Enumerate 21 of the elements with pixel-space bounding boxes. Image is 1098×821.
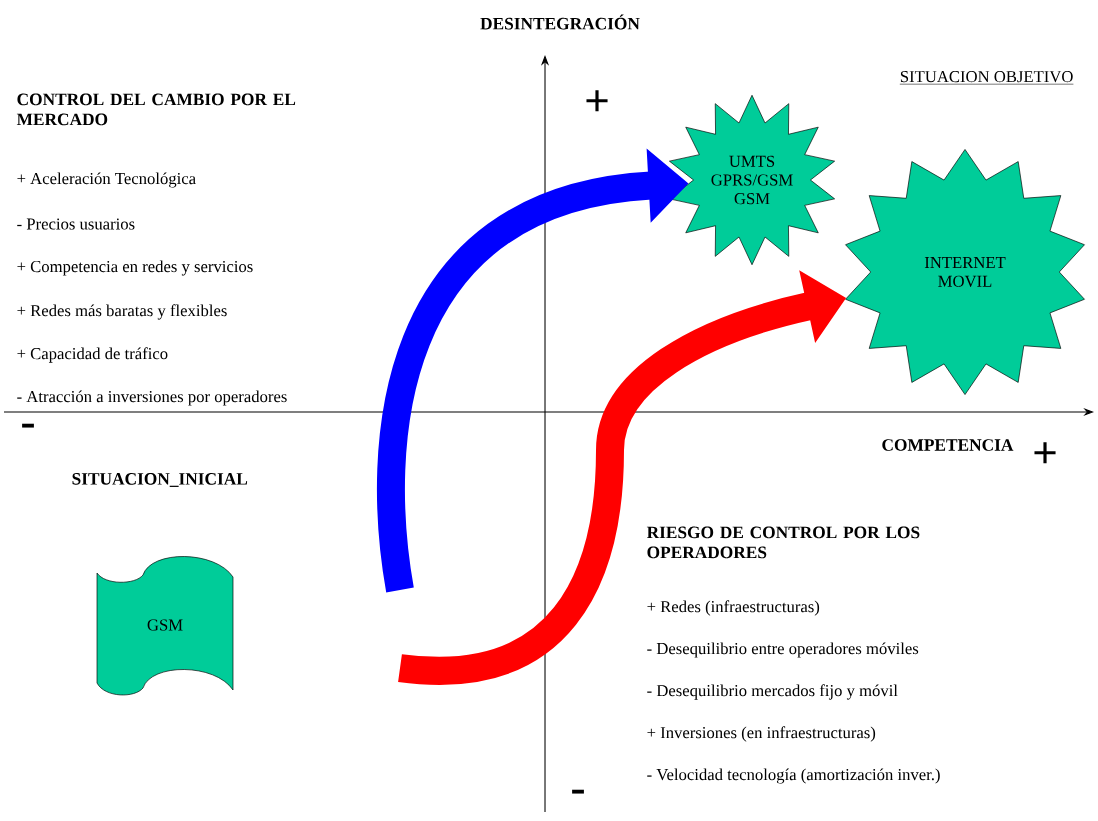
axis-label: COMPETENCIA [882, 439, 1014, 451]
axis-label: DESINTEGRACIÓN [480, 14, 640, 30]
sign-mark: + [1034, 442, 1056, 464]
list-item: - Desequilibrio entre operadores móviles [647, 642, 919, 658]
sign-mark: - [22, 423, 34, 428]
list-item: - Atracción a inversiones por operadores [17, 390, 287, 406]
list-item: + Aceleración Tecnológica [17, 172, 196, 188]
list-item: + Redes más baratas y flexibles [17, 304, 227, 320]
sign-mark: + [586, 90, 608, 112]
list-item: + Capacidad de tráfico [17, 347, 168, 363]
section-heading: RIESGO DE CONTROL POR LOS OPERADORES [646, 526, 920, 559]
list-item: + Competencia en redes y servicios [17, 260, 253, 276]
list-item: - Velocidad tecnología (amortización inver.) [647, 768, 940, 784]
sign-mark: - [572, 789, 584, 794]
list-item: + Inversiones (en infraestructuras) [647, 726, 876, 742]
list-item: - Precios usuarios [17, 218, 135, 230]
list-item: + Redes (infraestructuras) [647, 600, 820, 616]
section-heading: SITUACION OBJETIVO [899, 71, 1074, 85]
section-heading: SITUACION_INICIAL [72, 473, 248, 487]
list-item: - Desequilibrio mercados fijo y móvil [647, 684, 898, 700]
section-heading: CONTROL DEL CAMBIO POR EL MERCADO [16, 93, 296, 126]
